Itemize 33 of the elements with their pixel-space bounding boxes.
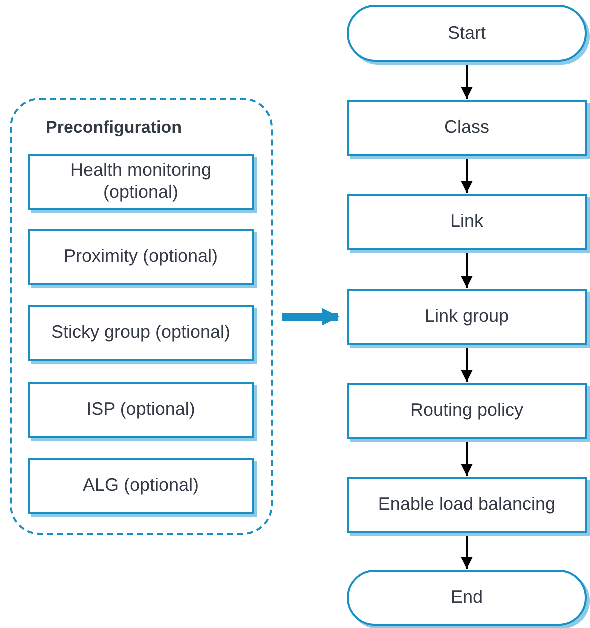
arrow (461, 63, 473, 99)
arrow (461, 440, 473, 476)
step-label: Sticky group (optional) (51, 322, 231, 344)
process-box (347, 383, 587, 439)
group-heading: Preconfiguration (46, 118, 182, 138)
step-label: Class (444, 117, 490, 139)
process-box (28, 305, 254, 361)
step-label: ALG (optional) (82, 475, 200, 497)
process-box (28, 458, 254, 514)
process-box (347, 100, 587, 156)
step-label: Enable load balancing (378, 494, 556, 516)
step-label: Link (450, 211, 484, 233)
step-label: Start (448, 22, 486, 44)
process-box (347, 289, 587, 345)
step-label: Routing policy (410, 400, 524, 422)
step-label: Link group (424, 306, 510, 328)
process-box (28, 154, 254, 210)
step-label: Health monitoring (optional) (69, 160, 213, 204)
arrow (461, 346, 473, 382)
process-box (347, 477, 587, 533)
step-label: ISP (optional) (86, 399, 196, 421)
step-label: End (450, 587, 484, 609)
arrow (461, 251, 473, 288)
terminal-box (347, 570, 587, 626)
step-label: Proximity (optional) (64, 246, 218, 268)
process-box (347, 194, 587, 250)
group-container (10, 98, 273, 535)
process-box (28, 229, 254, 285)
arrow (461, 157, 473, 193)
process-box (28, 382, 254, 438)
arrow (282, 308, 340, 326)
terminal-box (347, 5, 587, 62)
arrow (461, 534, 473, 569)
